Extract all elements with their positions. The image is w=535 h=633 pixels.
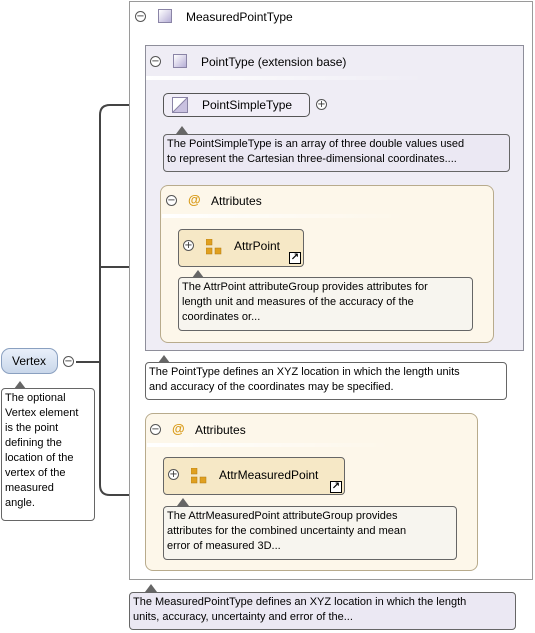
note-line: The PointSimpleType is an array of three… — [167, 138, 465, 150]
attr-measured-point-label: AttrMeasuredPoint — [219, 468, 319, 482]
note-line: location of the — [5, 452, 74, 464]
collapse-icon[interactable]: − — [135, 11, 146, 22]
expand-icon[interactable]: + — [168, 469, 179, 480]
note-pointer — [176, 126, 188, 134]
collapse-icon[interactable]: − — [150, 424, 161, 435]
note-line: to represent the Cartesian three-dimensi… — [167, 153, 457, 165]
note-line: attributes for the combined uncertainty … — [167, 525, 407, 537]
note-pointer — [14, 381, 26, 389]
point-simple-type-note: The PointSimpleType is an array of three… — [163, 134, 510, 172]
note-pointer — [158, 355, 170, 363]
link-arrow-icon[interactable]: ↗ — [330, 481, 342, 493]
complex-type-icon — [173, 54, 187, 68]
point-simple-type-label: PointSimpleType — [202, 98, 293, 112]
point-simple-type-node[interactable]: PointSimpleType — [163, 93, 310, 117]
vertex-label: Vertex — [12, 354, 47, 368]
point-type-header-rule — [146, 76, 426, 80]
note-pointer — [192, 270, 204, 278]
note-pointer — [177, 498, 189, 506]
attr-point-node[interactable]: + AttrPoint ↗ — [178, 229, 304, 267]
attr-point-label: AttrPoint — [234, 239, 281, 253]
point-type-note: The PointType defines an XYZ location in… — [145, 362, 507, 400]
measured-point-type-note: The MeasuredPointType defines an XYZ loc… — [129, 592, 516, 630]
attr-measured-point-node[interactable]: + AttrMeasuredPoint ↗ — [163, 457, 345, 495]
note-line: The AttrMeasuredPoint attributeGroup pro… — [167, 510, 398, 522]
attr-point-note: The AttrPoint attributeGroup provides at… — [178, 277, 473, 331]
note-line: The optional — [5, 392, 66, 404]
collapse-icon[interactable]: − — [150, 56, 161, 67]
note-line: length unit and measures of the accuracy… — [182, 296, 414, 308]
collapse-icon[interactable]: − — [63, 356, 74, 367]
vertex-node[interactable]: Vertex — [1, 348, 58, 374]
collapse-icon[interactable]: − — [166, 195, 177, 206]
attributes-inner-title: Attributes — [211, 194, 262, 208]
expand-icon[interactable]: + — [316, 99, 327, 110]
attr-measured-point-note: The AttrMeasuredPoint attributeGroup pro… — [163, 506, 457, 560]
note-line: angle. — [5, 497, 35, 509]
note-line: error of measured 3D... — [167, 540, 281, 552]
note-line: and accuracy of the coordinates may be s… — [149, 381, 394, 393]
attribute-group-icon — [191, 468, 207, 484]
point-type-title: PointType (extension base) — [201, 55, 347, 69]
measured-point-type-title: MeasuredPointType — [186, 10, 293, 24]
note-line: The AttrPoint attributeGroup provides at… — [182, 281, 428, 293]
note-line: The PointType defines an XYZ location in… — [149, 366, 460, 378]
attributes-outer-title: Attributes — [195, 423, 246, 437]
note-line: defining the — [5, 437, 62, 449]
note-line: coordinates or... — [182, 311, 261, 323]
note-line: measured — [5, 482, 54, 494]
note-line: is the point — [5, 422, 59, 434]
attribute-at-icon: @ — [188, 192, 201, 207]
note-pointer — [145, 584, 157, 592]
measured-point-type-header-rule — [130, 31, 430, 35]
note-line: Vertex element — [5, 407, 79, 419]
attributes-inner-header-rule — [162, 214, 407, 218]
complex-type-icon — [158, 9, 172, 23]
attribute-at-icon: @ — [172, 421, 185, 436]
note-line: vertex of the — [5, 467, 66, 479]
link-arrow-icon[interactable]: ↗ — [289, 252, 301, 264]
attribute-group-icon — [206, 239, 222, 255]
expand-icon[interactable]: + — [183, 240, 194, 251]
simple-type-icon — [172, 97, 188, 113]
note-line: The MeasuredPointType defines an XYZ loc… — [133, 596, 467, 608]
vertex-note: The optional Vertex element is the point… — [1, 388, 95, 521]
note-line: units, accuracy, uncertainty and error o… — [133, 611, 353, 623]
attributes-outer-header-rule — [147, 443, 392, 447]
